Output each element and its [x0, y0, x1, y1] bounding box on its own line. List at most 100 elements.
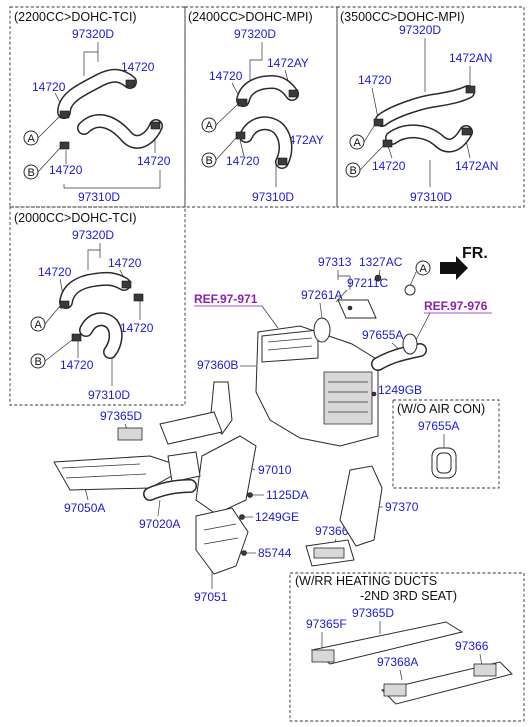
pipe-fill: [372, 344, 426, 370]
defroster-outlet: [261, 329, 319, 363]
part-label-upper-hose: 97320D: [234, 27, 276, 41]
part-label-clamp: 14720: [209, 69, 243, 83]
vent-grille: [311, 649, 335, 663]
reference-link-97-976[interactable]: REF.97-976: [424, 299, 488, 313]
leader-line: [83, 42, 99, 76]
part-label-clamp: 14720: [32, 80, 66, 94]
upper-hose-fill: [58, 70, 136, 118]
part-label-1249GE: 1249GE: [255, 510, 299, 524]
main-assembly-labels: 97313 1327AC 97211C 97261A 97655A 1249GB…: [64, 255, 422, 604]
section-subtitle: -2ND 3RD SEAT): [360, 589, 457, 603]
duct-ribs: [203, 523, 239, 545]
rr-heating-section: (W/RR HEATING DUCTS -2ND 3RD SEAT) 97365…: [295, 574, 513, 705]
duct-ribs: [61, 463, 147, 479]
leader-line: [319, 302, 323, 319]
part-label-clamp: 14720: [372, 159, 406, 173]
leader-line: [387, 145, 393, 159]
lower-hose-fill: [240, 117, 291, 168]
part-label-clamp: 1472AN: [449, 51, 492, 65]
part-label-lower-hose: 97310D: [252, 190, 294, 204]
part-label-upper-hose: 97320D: [399, 23, 441, 37]
part-label-lower-hose: 97310D: [410, 190, 452, 204]
part-label-97261A: 97261A: [301, 288, 342, 302]
outlet-slats: [267, 337, 313, 351]
hose-clamp-icon: [121, 280, 132, 289]
vent-grille: [117, 427, 143, 441]
lower-hose-fill: [386, 126, 472, 151]
duct-connector: [167, 451, 201, 483]
leader-line: [63, 170, 161, 189]
section-title: (3500CC>DOHC-MPI): [340, 10, 465, 24]
upper-hose-fill: [376, 86, 474, 126]
leader-line: [37, 115, 61, 139]
duct-97370: [339, 465, 383, 547]
bent-duct-fill: [144, 480, 196, 500]
part-label-clamp: 14720: [38, 265, 72, 279]
part-label-97211C: 97211C: [347, 276, 388, 290]
part-label-1249GB: 1249GB: [378, 383, 422, 397]
grommet: [402, 333, 418, 355]
part-label-97366: 97366: [455, 639, 489, 653]
clip-icon: [241, 550, 247, 556]
section-title: (2000CC>DOHC-TCI): [14, 211, 137, 225]
part-label-97020A: 97020A: [139, 517, 180, 531]
leader-line: [359, 145, 384, 171]
reference-link-97-971[interactable]: REF.97-971: [194, 292, 258, 306]
part-label-clamp: 1472AN: [455, 159, 498, 173]
part-label-clamp: 14720: [137, 154, 171, 168]
part-label-97370: 97370: [385, 500, 419, 514]
hose-clamp-icon: [59, 300, 70, 309]
leader-line: [157, 499, 161, 517]
part-label-97365D: 97365D: [100, 409, 142, 423]
section-3500: (3500CC>DOHC-MPI) 97320D 14720 1472AN 14…: [340, 10, 498, 204]
screw-icon: [374, 274, 382, 282]
part-label-97360B: 97360B: [197, 358, 238, 372]
section-title: (2400CC>DOHC-MPI): [188, 10, 313, 24]
part-label-lower-hose: 97310D: [78, 190, 120, 204]
section-2200-frame: [9, 6, 186, 208]
floor-duct-97050A: [53, 455, 188, 491]
hose-clamp-icon: [59, 141, 70, 150]
leader-line: [215, 103, 239, 126]
front-direction: FR.: [440, 245, 488, 280]
part-label-97365F: 97365F: [306, 617, 347, 631]
wo-air-con-section: (W/O AIR CON) 97655A: [397, 402, 485, 479]
bolt-icon: [347, 305, 353, 311]
hose-clamp-icon: [237, 98, 248, 107]
marker-b-label: B: [28, 167, 35, 179]
upper-hose-fill: [237, 76, 298, 106]
hose-clamp-icon: [150, 121, 161, 130]
part-label-85744: 85744: [258, 546, 292, 560]
vent-grille: [473, 663, 497, 677]
hose-clamp-icon: [59, 110, 70, 119]
part-label-upper-hose: 97320D: [72, 228, 114, 242]
part-label-97655A: 97655A: [418, 419, 459, 433]
leader-line: [409, 271, 417, 287]
part-label-lower-hose: 97310D: [88, 388, 130, 402]
section-2400: (2400CC>DOHC-MPI) 97320D 14720 1472AY 14…: [188, 10, 324, 204]
part-label-97365D: 97365D: [352, 606, 394, 620]
part-label-97313: 97313: [318, 255, 352, 269]
hose-clamp-icon: [277, 157, 288, 166]
main-assembly-parts: [53, 274, 427, 575]
part-label-97655A: 97655A: [362, 328, 403, 342]
part-label-clamp: 14720: [120, 321, 154, 335]
section-2000: (2000CC>DOHC-TCI) 97320D 14720 14720 147…: [14, 211, 154, 402]
part-label-clamp: 1472AY: [267, 56, 309, 70]
hose-clamp-icon: [288, 89, 299, 98]
section-frames: [9, 6, 525, 722]
hose-clamp-icon: [382, 139, 393, 148]
leader-line: [399, 669, 403, 681]
part-label-clamp: 14720: [108, 256, 142, 270]
section-2200: (2200CC>DOHC-TCI) 97320D 14720 14720 147…: [14, 10, 171, 204]
marker-a-label: A: [35, 319, 43, 331]
section-2000-frame: [9, 206, 186, 406]
center-duct: [195, 435, 257, 515]
grommet-plug-inner: [436, 452, 452, 474]
screw-icon: [247, 492, 253, 498]
part-label-97051: 97051: [194, 590, 228, 604]
section-3500-frame: [336, 6, 525, 208]
part-label-upper-hose: 97320D: [72, 27, 114, 41]
leader-line: [249, 42, 263, 80]
